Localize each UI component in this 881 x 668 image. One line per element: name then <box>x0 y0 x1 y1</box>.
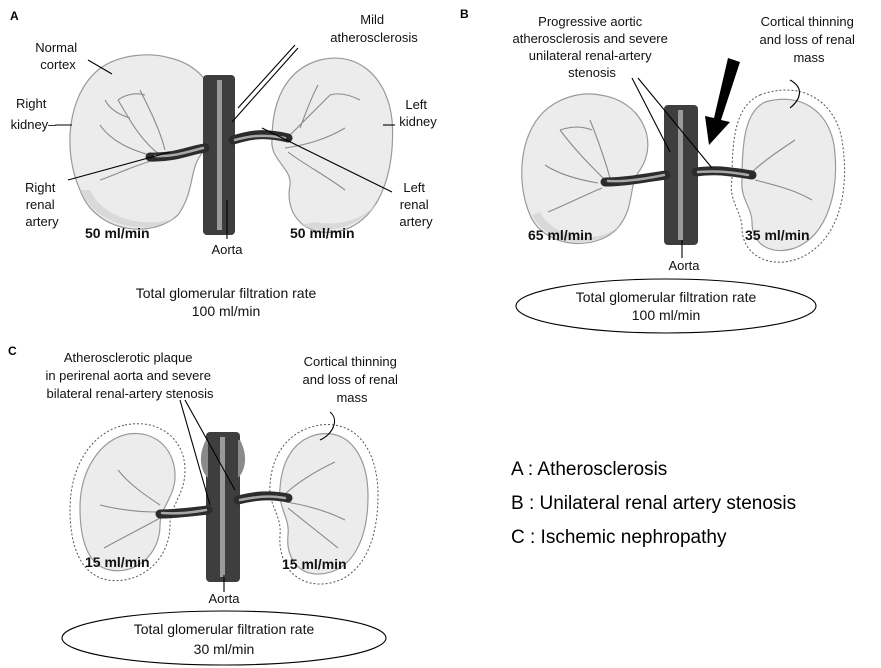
panel-a-right-artery-label: Right renal artery <box>25 180 59 229</box>
panel-a-left-kidney-label: Left kidney <box>399 97 437 129</box>
panel-b-gfr-title: Total glomerular filtration rate <box>576 289 757 305</box>
panel-c-aorta-label: Aorta <box>208 591 240 606</box>
panel-c-cortical-label: Cortical thinning and loss of renal mass <box>302 354 401 405</box>
panel-b-gfr-value: 100 ml/min <box>632 307 700 323</box>
panel-c-left-kidney <box>280 434 368 574</box>
panel-a-aorta-label: Aorta <box>211 242 243 257</box>
panel-a-right-rate: 50 ml/min <box>85 225 150 241</box>
panel-c-gfr-value: 30 ml/min <box>194 641 255 657</box>
panel-a-gfr-value: 100 ml/min <box>192 303 260 319</box>
panel-b-letter: B <box>460 7 469 21</box>
panel-a-left-artery-label: Left renal artery <box>399 180 433 229</box>
panel-c-plaque-label: Atherosclerotic plaque in perirenal aort… <box>45 350 214 401</box>
panel-c-right-rate: 15 ml/min <box>85 554 150 570</box>
panel-b-progressive-label: Progressive aortic atherosclerosis and s… <box>513 14 672 80</box>
panel-a: A Mild atherosclerosis Normal cortex <box>10 9 437 319</box>
panel-b-gfr-oval <box>516 279 816 333</box>
legend-item-c: C : Ischemic nephropathy <box>511 527 727 548</box>
panel-b-aorta-label: Aorta <box>668 258 700 273</box>
legend: A : Atherosclerosis B : Unilateral renal… <box>511 459 796 548</box>
panel-b-right-rate: 65 ml/min <box>528 227 593 243</box>
panel-c: C Atherosclerotic plaque in perirenal ao… <box>8 344 402 665</box>
legend-item-b: B : Unilateral renal artery stenosis <box>511 493 796 514</box>
panel-b: B Progressive aortic atherosclerosis and… <box>460 7 859 333</box>
panel-c-letter: C <box>8 344 17 358</box>
panel-a-gfr-title: Total glomerular filtration rate <box>136 285 317 301</box>
panel-b-cortical-label: Cortical thinning and loss of renal mass <box>759 14 858 65</box>
panel-c-left-rate: 15 ml/min <box>282 556 347 572</box>
legend-item-a: A : Atherosclerosis <box>511 459 667 480</box>
panel-b-stenosis-arrow <box>705 58 740 145</box>
panel-c-right-kidney <box>80 434 175 571</box>
panel-a-left-rate: 50 ml/min <box>290 225 355 241</box>
panel-c-gfr-title: Total glomerular filtration rate <box>134 621 315 637</box>
panel-b-left-rate: 35 ml/min <box>745 227 810 243</box>
panel-a-letter: A <box>10 9 19 23</box>
panel-a-mild-label: Mild atherosclerosis <box>330 12 418 45</box>
panel-a-right-kidney-label: Right kidney– <box>11 96 57 132</box>
panel-a-normal-cortex-label: Normal cortex <box>35 40 81 72</box>
